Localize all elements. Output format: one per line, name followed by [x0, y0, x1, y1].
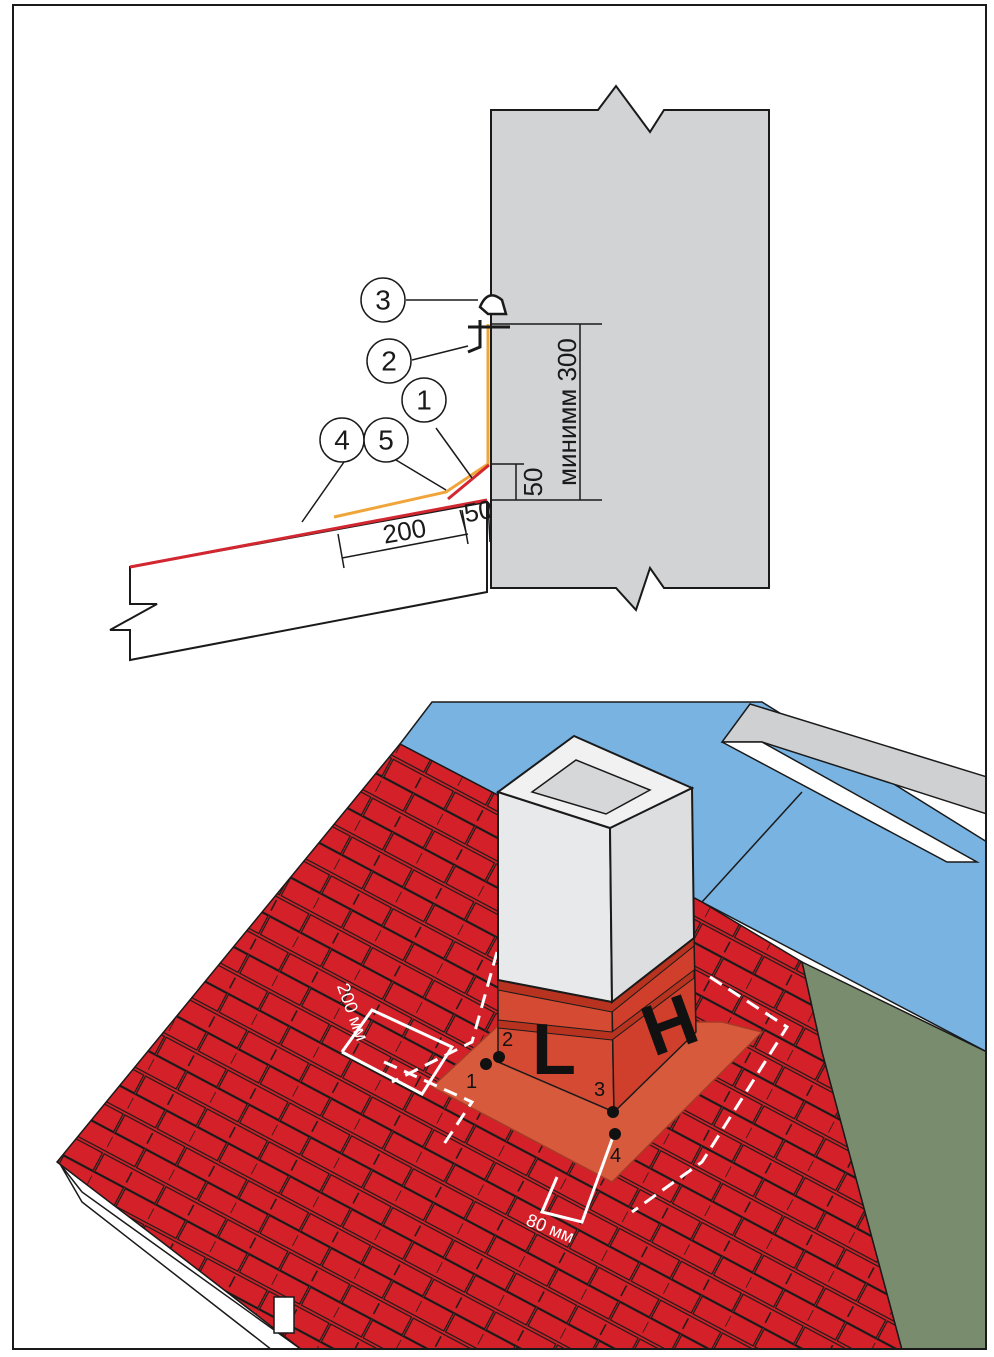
wall-body	[490, 84, 770, 612]
point-4: 4	[609, 1128, 621, 1167]
svg-text:2: 2	[502, 1029, 513, 1051]
point-2: 2	[493, 1029, 513, 1063]
roof-edge-frame	[720, 703, 985, 863]
eave-trim	[59, 1163, 301, 1348]
dim-vertical-50: 50	[518, 468, 548, 497]
callout-2: 2	[366, 338, 412, 384]
svg-text:4: 4	[610, 1145, 621, 1167]
chimney: L H	[495, 734, 708, 1114]
roof-chimney-diagrams: минимм 300 50 200 50 3 2 1	[55, 84, 985, 1348]
face-label-l: L	[532, 1010, 576, 1090]
svg-text:3: 3	[594, 1079, 605, 1101]
callout-1: 1	[401, 377, 447, 423]
figure-frame: минимм 300 50 200 50 3 2 1	[12, 4, 987, 1350]
svg-text:1: 1	[416, 385, 432, 416]
sealant-bead-icon	[478, 294, 508, 316]
callout-3: 3	[360, 277, 406, 323]
svg-text:1: 1	[466, 1071, 477, 1093]
dim-min-300: минимм 300	[552, 338, 582, 486]
dim-corner-50: 50	[462, 494, 496, 529]
chimney-flue-opening	[530, 759, 652, 815]
point-1: 1	[466, 1058, 492, 1093]
svg-text:4: 4	[334, 425, 350, 456]
guide-lines	[340, 951, 790, 1224]
callout-4: 4	[319, 417, 365, 463]
orange-flashing-line	[333, 324, 490, 519]
svg-text:5: 5	[378, 425, 394, 456]
section-diagram: минимм 300 50 200 50 3 2 1	[109, 84, 770, 662]
roof-illustration: L H 1 2 3 4 200 мм 80 мм	[55, 701, 985, 1348]
svg-text:3: 3	[375, 285, 391, 316]
svg-text:2: 2	[381, 346, 397, 377]
red-membrane-line	[129, 498, 488, 569]
roof-slab	[109, 500, 488, 662]
callout-5: 5	[363, 417, 409, 463]
clamp-profile-icon	[467, 320, 510, 354]
dim-200: 200	[380, 513, 428, 550]
point-3: 3	[594, 1079, 619, 1118]
red-upturn-line	[447, 463, 490, 501]
